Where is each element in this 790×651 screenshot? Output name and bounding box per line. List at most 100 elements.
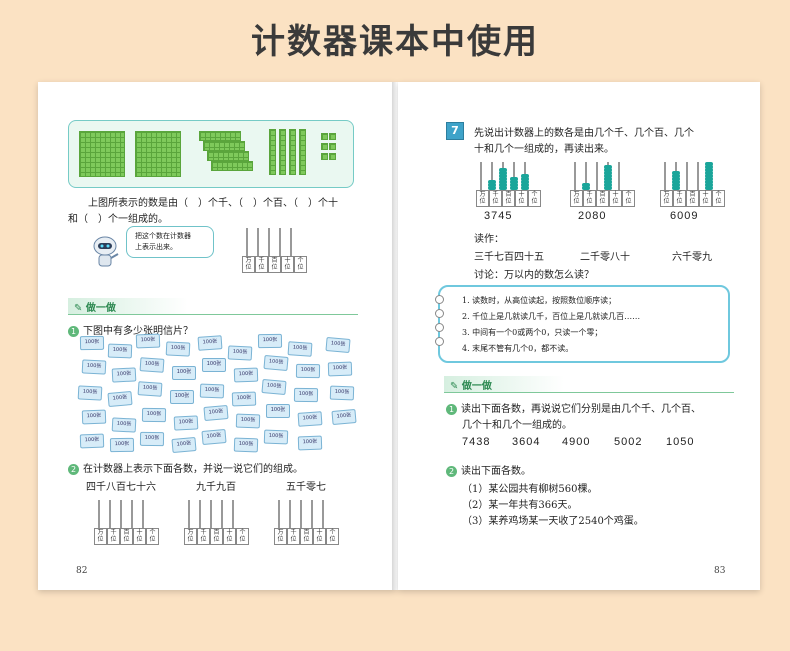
postcard-bundle: 100张 (233, 437, 259, 453)
counter-bead (705, 183, 713, 187)
postcard-bundle: 100张 (231, 391, 257, 407)
counter-bead (582, 183, 590, 187)
counter-rod (513, 162, 515, 190)
postcard-bundle: 100张 (170, 390, 194, 404)
postcard-bundle: 100张 (165, 341, 191, 357)
right-page: 7 先说出计数器上的数各是由几个千、几个百、几个 十和几个一组成的，再读出来。 … (398, 82, 760, 590)
place-label: 百位 (686, 190, 699, 207)
place-label: 个位 (326, 528, 339, 545)
counter-bead (604, 174, 612, 178)
counter-bead (521, 183, 529, 187)
place-label: 万位 (274, 528, 287, 545)
textbook-spread: 上图所表示的数是由（ ）个千、（ ）个百、（ ）个十 和（ ）个一组成的。 把这… (38, 82, 760, 590)
counter-rod (210, 500, 212, 528)
abacus-counter: 万位千位百位十位个位 (274, 500, 339, 545)
left-page: 上图所表示的数是由（ ）个千、（ ）个百、（ ）个十 和（ ）个一组成的。 把这… (38, 82, 396, 590)
place-label: 千位 (489, 190, 502, 207)
place-label: 百位 (596, 190, 609, 207)
counter-bead (499, 183, 507, 187)
counter-bead (510, 186, 518, 190)
counter-bead (705, 162, 713, 166)
place-label: 十位 (699, 190, 712, 207)
counter-rod (188, 500, 190, 528)
postcard-bundle: 100张 (202, 358, 226, 372)
example-text-line2: 十和几个一组成的，再读出来。 (474, 144, 614, 155)
postcard-bundle: 100张 (77, 385, 103, 401)
rule-4: 4. 末尾不管有几个0，都不读。 (462, 344, 574, 353)
place-label: 百位 (268, 256, 281, 273)
place-label: 百位 (210, 528, 223, 545)
counter-base: 万位千位百位十位个位 (274, 528, 339, 545)
counter-rod (246, 228, 248, 256)
counter-bead (499, 180, 507, 184)
header-title: 计数器课本中使用 (251, 22, 539, 62)
counter-bead (488, 183, 496, 187)
postcard-bundle: 100张 (287, 341, 313, 357)
postcard-bundle: 100张 (327, 361, 353, 377)
counter-rod (109, 500, 111, 528)
place-label: 百位 (300, 528, 313, 545)
postcard-bundle: 100张 (203, 404, 229, 422)
postcard-bundle: 100张 (266, 404, 290, 418)
place-label: 个位 (236, 528, 249, 545)
counter-number-3: 6009 (670, 210, 699, 222)
q2-item-1: （1）某公园共有柳树560棵。 (462, 484, 598, 495)
place-label: 十位 (313, 528, 326, 545)
counter-bead (672, 183, 680, 187)
counter-rod (278, 500, 280, 528)
postcard-bundle: 100张 (201, 428, 227, 446)
practice-section-banner: ✎ 做一做 (444, 376, 564, 393)
counter-base: 万位千位百位十位个位 (660, 190, 725, 207)
counter-base: 万位千位百位十位个位 (476, 190, 541, 207)
counter-base: 万位千位百位十位个位 (242, 256, 307, 273)
question-1-number: 1 (68, 326, 79, 337)
place-label: 千位 (673, 190, 686, 207)
counter-rod (221, 500, 223, 528)
counter-rod (232, 500, 234, 528)
intro-text-line1: 上图所表示的数是由（ ）个千、（ ）个百、（ ）个十 (88, 198, 338, 209)
counter-rod (120, 500, 122, 528)
counter-bead (705, 171, 713, 175)
postcard-bundle: 100张 (325, 336, 351, 354)
place-label: 千位 (583, 190, 596, 207)
place-label: 万位 (660, 190, 673, 207)
postcard-bundle: 100张 (81, 409, 107, 425)
postcard-bundle: 100张 (137, 381, 163, 397)
reading-3: 六千零九 (672, 252, 712, 263)
counter-rod (311, 500, 313, 528)
book-spine (392, 82, 402, 590)
counter-rod (664, 162, 666, 190)
counter-rod (98, 500, 100, 528)
counter-base: 万位千位百位十位个位 (94, 528, 159, 545)
postcard-bundle: 100张 (139, 431, 165, 447)
counter-bead (499, 171, 507, 175)
counter-rod (585, 162, 587, 190)
postcard-bundle: 100张 (331, 408, 357, 426)
practice-section-title: ✎ 做一做 (450, 381, 492, 392)
counter-bead (672, 180, 680, 184)
place-label: 十位 (133, 528, 146, 545)
discussion-text: 讨论：万以内的数怎么读？ (474, 270, 594, 281)
place-label: 千位 (107, 528, 120, 545)
robot-icon (90, 236, 120, 270)
place-label: 万位 (476, 190, 489, 207)
question-2-text: 在计数器上表示下面各数，并说一说它们的组成。 (83, 464, 303, 475)
place-label: 万位 (242, 256, 255, 273)
postcard-bundle: 100张 (261, 378, 287, 396)
right-question-1-text-line1: 读出下面各数，再说说它们分别是由几个千、几个百、 (461, 404, 701, 415)
counter-rod (300, 500, 302, 528)
postcard-bundle: 100张 (109, 437, 135, 453)
counter-bead (705, 168, 713, 172)
counter-bead (604, 171, 612, 175)
counter-bead (705, 186, 713, 190)
base-ten-blocks-illustration (68, 120, 354, 188)
abacus-counter: 万位千位百位十位个位 (570, 162, 635, 207)
place-label: 个位 (294, 256, 307, 273)
postcard-bundle: 100张 (79, 335, 105, 351)
counter-bead (499, 177, 507, 181)
counter-number-2: 2080 (578, 210, 607, 222)
right-question-1-number: 1 (446, 404, 457, 415)
